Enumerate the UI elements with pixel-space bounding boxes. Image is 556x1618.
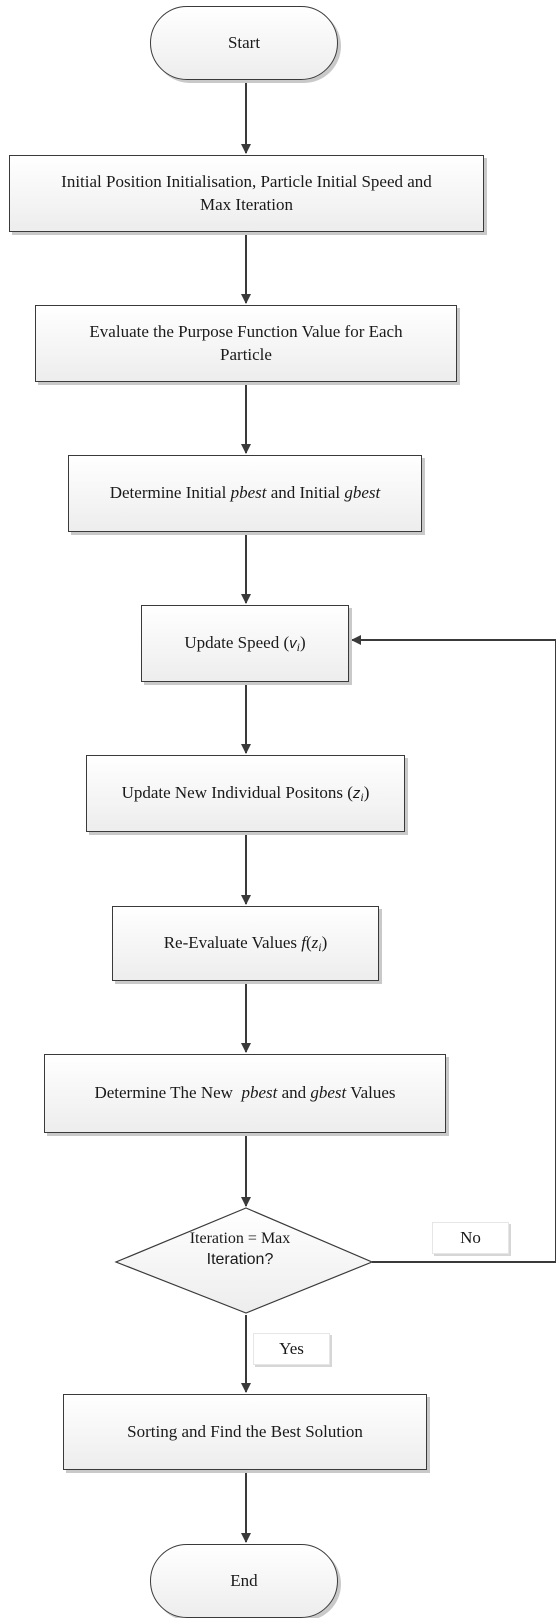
start-terminal: Start	[150, 6, 338, 80]
decision-text: Iteration = Max Iteration?	[115, 1205, 365, 1295]
determine-new-box: Determine The New pbest and gbest Values	[44, 1054, 446, 1133]
yes-branch-label: Yes	[253, 1333, 330, 1365]
update-position-text: Update New Individual Positons (zi)	[121, 782, 370, 804]
arrow-no-loop-back	[351, 635, 556, 1263]
update-speed-box: Update Speed (vi)	[141, 605, 349, 682]
end-terminal: End	[150, 1544, 338, 1618]
update-position-box: Update New Individual Positons (zi)	[86, 755, 405, 832]
determine-initial-text: Determine Initial pbest and Initial gbes…	[109, 483, 381, 503]
end-label: End	[230, 1570, 258, 1590]
reevaluate-box: Re-Evaluate Values f(zi)	[112, 906, 379, 981]
init-line1: Initial Position Initialisation, Particl…	[61, 172, 432, 192]
init-line2: Max Iteration	[200, 194, 293, 214]
evaluate-line1: Evaluate the Purpose Function Value for …	[89, 322, 403, 342]
decision-line1: Iteration = Max	[189, 1230, 291, 1248]
update-speed-text: Update Speed (vi)	[184, 632, 306, 654]
sorting-process-box: Sorting and Find the Best Solution	[63, 1394, 427, 1470]
evaluate-process-box: Evaluate the Purpose Function Value for …	[35, 305, 457, 382]
decision-line2: Iteration?	[206, 1251, 274, 1268]
sorting-label: Sorting and Find the Best Solution	[127, 1421, 363, 1441]
init-process-box: Initial Position Initialisation, Particl…	[9, 155, 484, 232]
reevaluate-text: Re-Evaluate Values f(zi)	[163, 932, 328, 954]
determine-new-text: Determine The New pbest and gbest Values	[94, 1083, 396, 1103]
evaluate-line2: Particle	[220, 344, 272, 364]
no-branch-label: No	[432, 1222, 509, 1254]
decision-diamond	[114, 1207, 374, 1314]
start-label: Start	[227, 32, 261, 52]
determine-initial-box: Determine Initial pbest and Initial gbes…	[68, 455, 422, 532]
